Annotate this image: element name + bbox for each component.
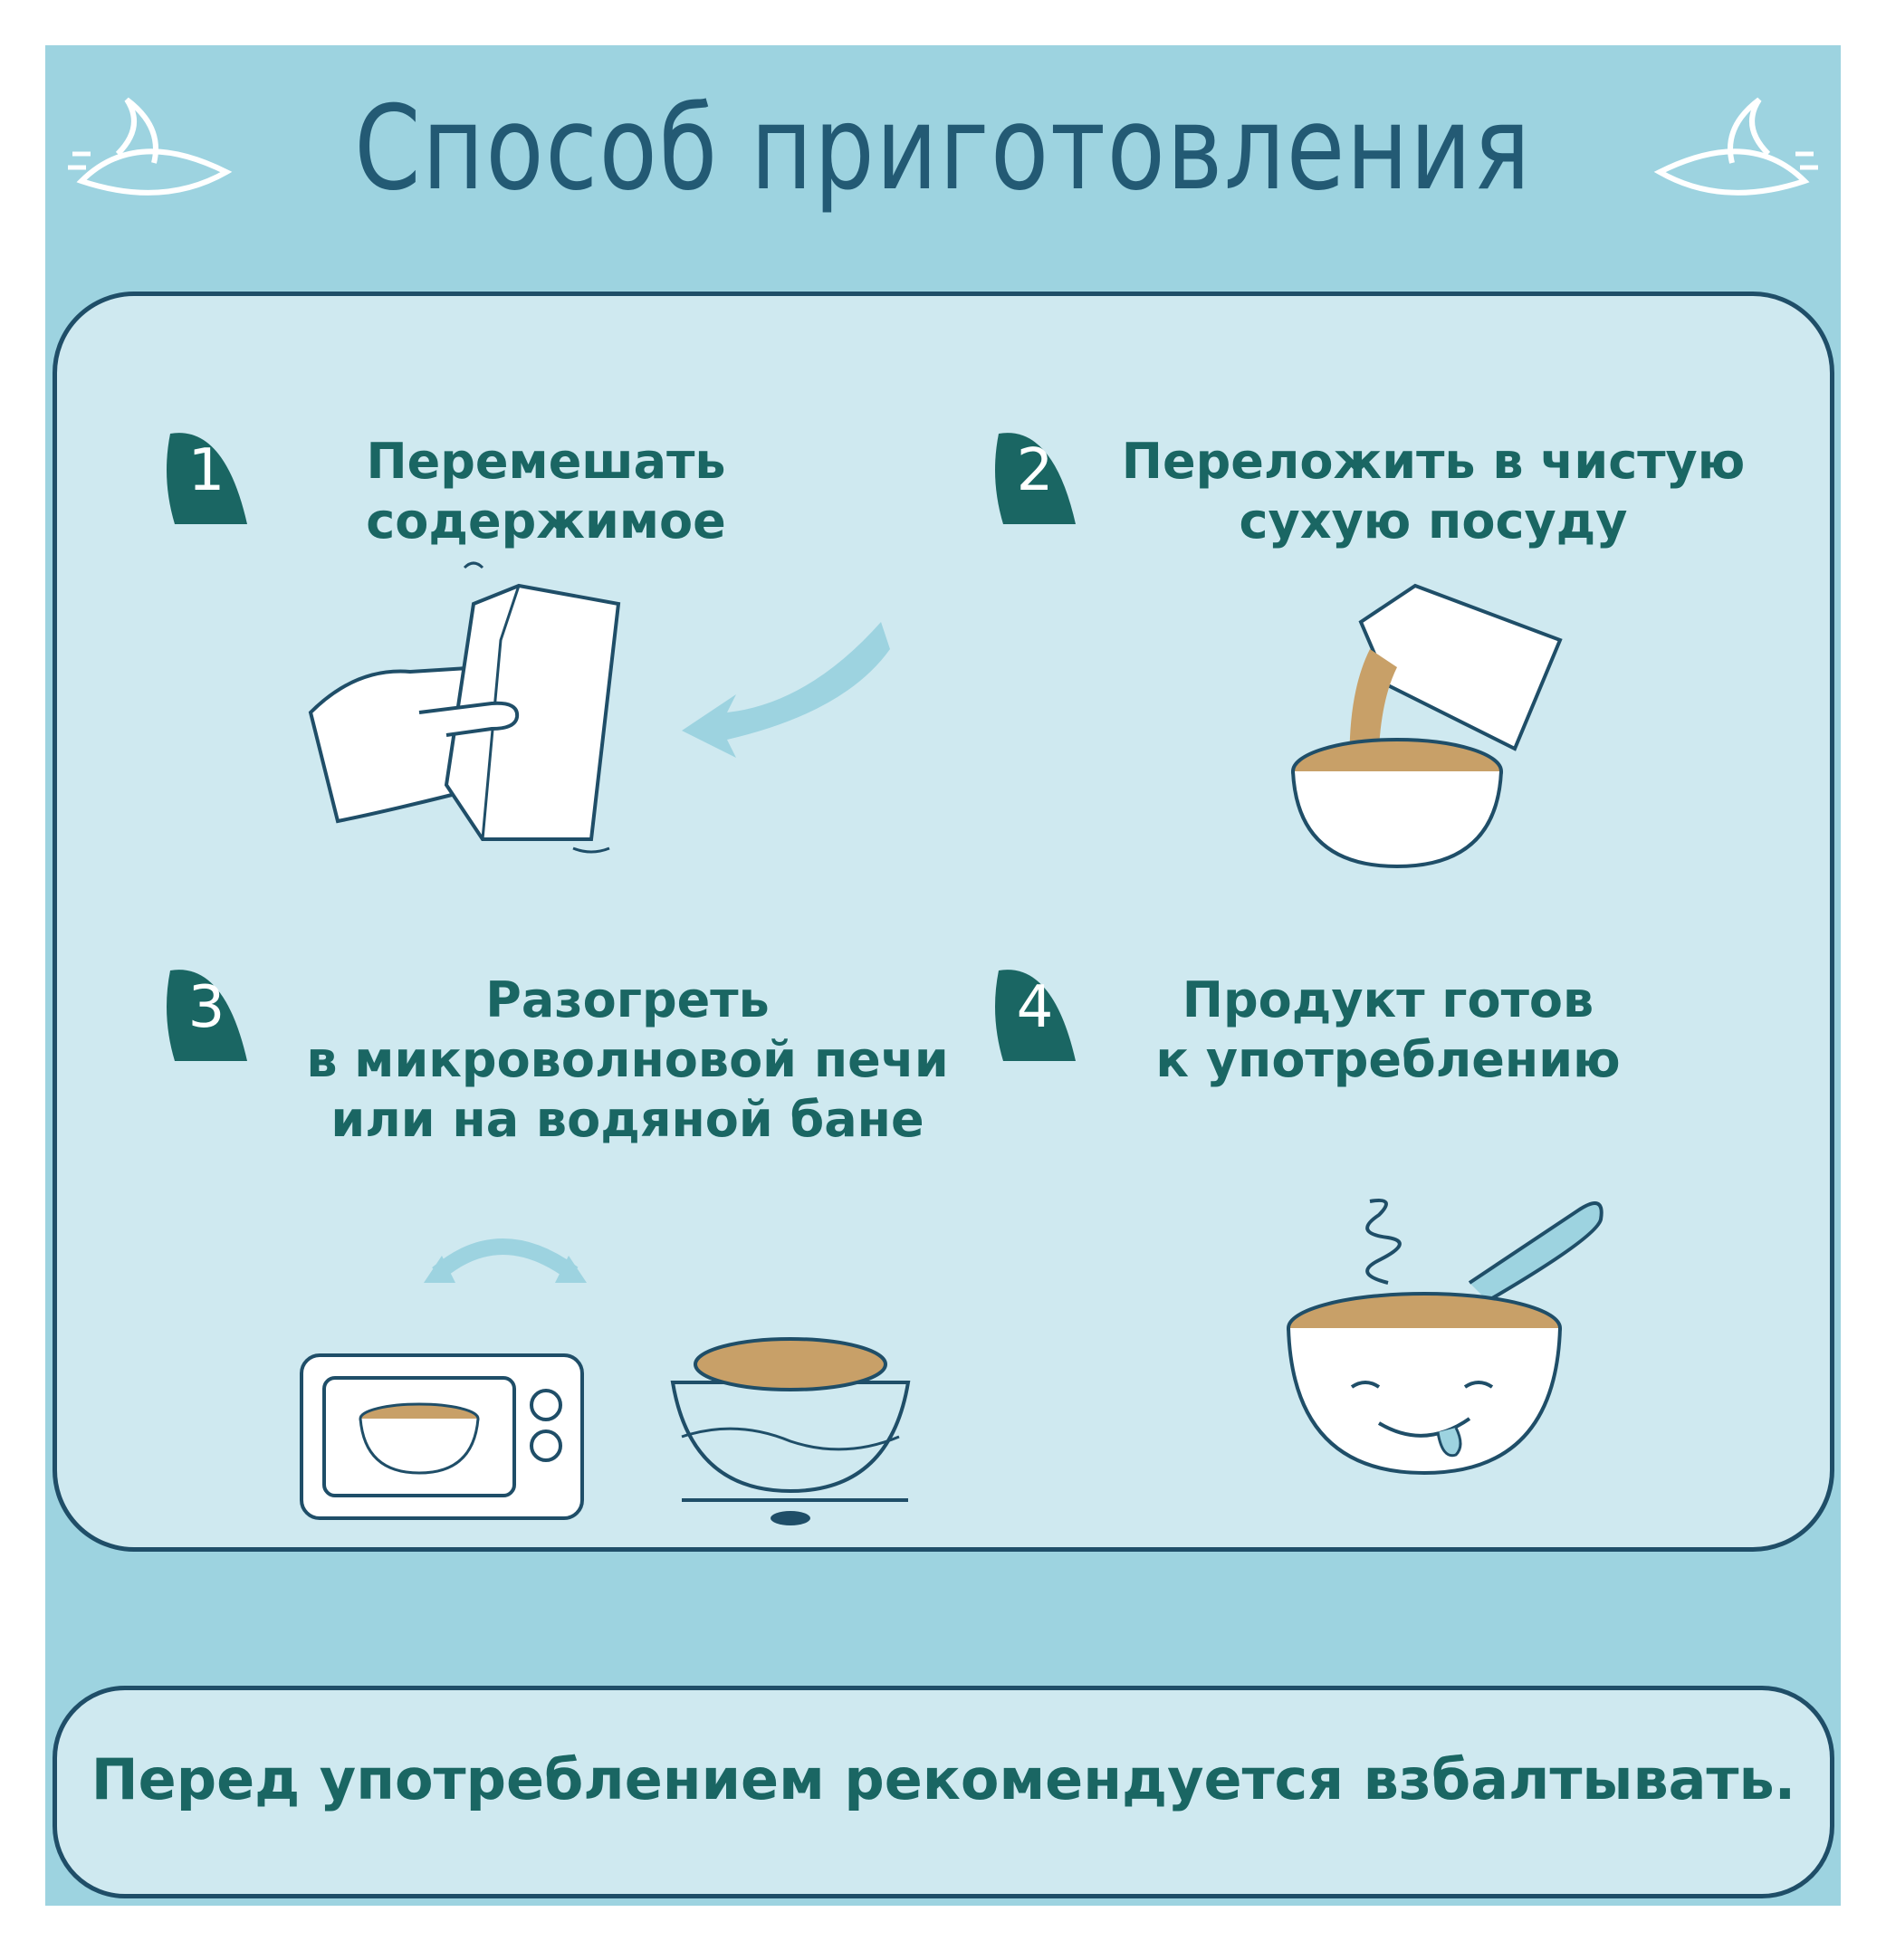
right-leaf-ornament-icon: [1653, 97, 1818, 196]
hand-shaking-carton-icon: [308, 561, 890, 854]
steps-panel: 1 Перемешать содержимое 2 Переложить в ч…: [53, 292, 1834, 1552]
step-4-title: Продукт готов к употреблению: [1155, 971, 1621, 1088]
instruction-poster: Способ приготовления 1 Перемешать содерж…: [45, 45, 1841, 1906]
step-1-title: Перемешать содержимое: [366, 433, 726, 550]
step-1-badge: 1: [161, 425, 252, 531]
step-2-badge: 2: [990, 425, 1080, 531]
left-leaf-ornament-icon: [68, 97, 233, 196]
happy-bowl-with-spoon-icon: [1287, 1199, 1604, 1476]
step-4-badge: 4: [990, 961, 1080, 1068]
pour-into-bowl-icon: [1291, 583, 1563, 869]
step-2-title: Переложить в чистую сухую посуду: [1121, 433, 1746, 550]
shake-note-text: Перед употреблением рекомендуется взбалт…: [91, 1746, 1796, 1812]
microwave-or-water-bath-icon: [300, 1238, 911, 1525]
step-3-title: Разогреть в микроволновой печи или на во…: [306, 971, 949, 1148]
shake-note-panel: Перед употреблением рекомендуется взбалт…: [53, 1686, 1834, 1898]
page-title: Способ приготовления: [354, 81, 1532, 216]
step-3-badge: 3: [161, 961, 252, 1068]
